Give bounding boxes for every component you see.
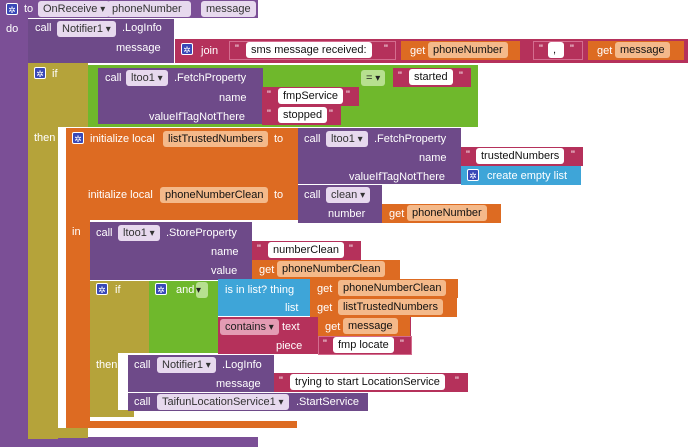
loginfo-message-label: message [116, 42, 161, 54]
valueiftagnotthere-label: valueIfTagNotThere [149, 111, 245, 123]
value-label: value [211, 265, 238, 277]
event-do-label: do [6, 23, 19, 35]
get-label: get [597, 45, 613, 57]
get-label: get [410, 45, 426, 57]
text-label: text [282, 321, 300, 333]
valueiftagnotthere-label: valueIfTagNotThere [349, 171, 445, 183]
init-local-header-2 [66, 150, 298, 220]
storeproperty-block[interactable] [90, 222, 252, 280]
loginfo-component-dropdown[interactable]: Notifier1 [57, 21, 116, 37]
event-block-frame[interactable] [0, 0, 28, 440]
text-value-trying[interactable]: trying to start LocationService [290, 374, 445, 390]
call-label: call [134, 359, 151, 371]
component-dropdown[interactable]: ltoo1 [118, 225, 160, 241]
name-label: name [219, 92, 247, 104]
method-label: .LogInfo [222, 359, 262, 371]
text-value-trustednumbers[interactable]: trustedNumbers [476, 148, 565, 164]
init-local-footer [66, 421, 297, 428]
text-value-numberclean[interactable]: numberClean [268, 242, 345, 258]
get-var-message[interactable]: message [615, 42, 670, 58]
init-to-label: to [274, 189, 284, 201]
local-var-phonenumberclean[interactable]: phoneNumberClean [160, 187, 269, 203]
init-to-label: to [274, 133, 284, 145]
if-label: if [52, 68, 58, 80]
get-var-message[interactable]: message [343, 318, 398, 334]
gear-icon[interactable]: ✲ [155, 283, 167, 295]
text-value-sms[interactable]: sms message received: [246, 42, 372, 58]
is-in-list-label: is in list? thing [225, 284, 295, 296]
and-dropdown-toggle[interactable] [196, 282, 208, 298]
component-dropdown[interactable]: Notifier1 [157, 357, 216, 373]
get-label: get [389, 208, 405, 220]
event-param-message[interactable]: message [201, 1, 256, 17]
create-empty-list-block[interactable] [461, 166, 581, 185]
gear-icon[interactable]: ✲ [181, 43, 193, 55]
component-dropdown[interactable]: TaifunLocationService1 [157, 394, 289, 410]
get-var-phonenumberclean[interactable]: phoneNumberClean [277, 261, 386, 277]
component-dropdown[interactable]: ltoo1 [326, 131, 368, 147]
gear-icon[interactable]: ✲ [72, 132, 84, 144]
method-label: .StoreProperty [166, 227, 237, 239]
get-label: get [317, 283, 333, 295]
and-label: and [176, 284, 195, 296]
procedure-dropdown[interactable]: clean [326, 187, 371, 203]
message-label: message [216, 378, 261, 390]
get-var-phonenumber[interactable]: phoneNumber [407, 205, 487, 221]
gear-icon[interactable]: ✲ [34, 67, 46, 79]
call-label: call [304, 189, 321, 201]
component-dropdown[interactable]: ltoo1 [126, 70, 168, 86]
init-local-label: initialize local [88, 189, 153, 201]
if-footer-bar-2 [90, 410, 134, 417]
piece-label: piece [276, 340, 303, 352]
join-label: join [201, 45, 219, 57]
method-label: .FetchProperty [374, 133, 447, 145]
get-label: get [317, 302, 333, 314]
text-value-comma[interactable]: , [548, 42, 564, 58]
gear-icon[interactable]: ✲ [96, 283, 108, 295]
text-value-fmpservice[interactable]: fmpService [278, 88, 344, 104]
gear-icon[interactable]: ✲ [467, 169, 479, 181]
call-label: call [96, 227, 113, 239]
event-footer-bar [0, 437, 258, 447]
local-var-listtrustednumbers[interactable]: listTrustedNumbers [163, 131, 268, 147]
compare-operator-dropdown[interactable]: = [361, 70, 386, 86]
event-to-label: to [24, 3, 34, 15]
number-label: number [328, 208, 366, 220]
in-label: in [72, 226, 81, 238]
get-var-phonenumberclean[interactable]: phoneNumberClean [338, 280, 447, 296]
text-value-stopped[interactable]: stopped [278, 107, 328, 123]
then-label: then [34, 132, 56, 144]
name-label: name [419, 152, 447, 164]
contains-dropdown[interactable]: contains [220, 319, 279, 335]
then-label: then [96, 359, 118, 371]
get-var-listtrustednumbers[interactable]: listTrustedNumbers [338, 299, 443, 315]
text-value-started[interactable]: started [409, 69, 453, 85]
loginfo-method-label: .LogInfo [122, 22, 162, 34]
get-var-phonenumber[interactable]: phoneNumber [428, 42, 508, 58]
if-label: if [115, 284, 121, 296]
text-value-fmplocate[interactable]: fmp locate [333, 337, 394, 353]
get-label: get [259, 264, 275, 276]
get-label: get [325, 321, 341, 333]
method-label: .StartService [296, 396, 359, 408]
call-label: call [304, 133, 321, 145]
event-param-phonenumber[interactable]: phoneNumber [107, 1, 191, 17]
call-label: call [105, 72, 122, 84]
is-in-list-block[interactable] [218, 279, 310, 316]
event-name-dropdown[interactable]: OnReceive [38, 1, 111, 17]
gear-icon[interactable]: ✲ [6, 3, 18, 15]
init-local-label: initialize local [90, 133, 155, 145]
loginfo-call-label: call [35, 22, 52, 34]
method-label: .FetchProperty [174, 72, 247, 84]
list-label: list [285, 302, 299, 314]
name-label: name [211, 246, 239, 258]
create-empty-list-label: create empty list [487, 170, 568, 182]
if-footer-bar [28, 428, 88, 438]
call-label: call [134, 396, 151, 408]
